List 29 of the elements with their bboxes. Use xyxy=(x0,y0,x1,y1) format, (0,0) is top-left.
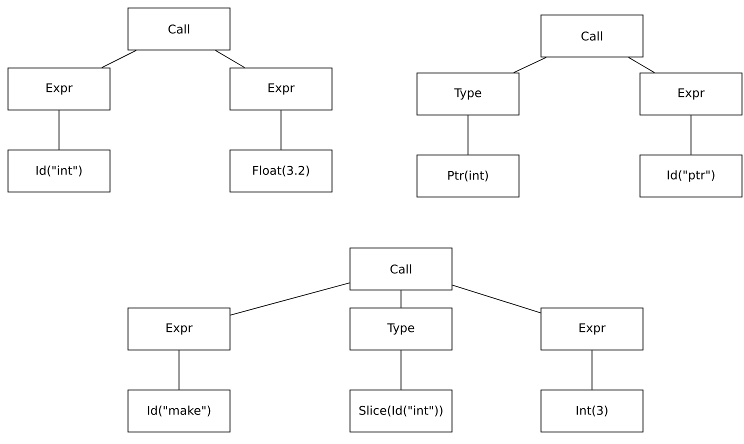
tree-node-box: Expr xyxy=(230,68,332,110)
tree-node-box: Call xyxy=(350,248,452,290)
connector-line xyxy=(513,57,547,73)
connector-line xyxy=(178,350,180,390)
connector-line xyxy=(628,57,655,73)
tree-node-box: Float(3.2) xyxy=(230,150,332,192)
tree-node-box: Expr xyxy=(540,308,644,350)
tree-node-box: Call xyxy=(540,14,644,58)
tree-node-box: Ptr(int) xyxy=(416,154,520,198)
connector-line xyxy=(101,50,137,68)
connector-line xyxy=(58,110,60,150)
tree-node-box: Type xyxy=(416,72,520,116)
tree-node-box: Type xyxy=(350,308,452,350)
tree-node-box: Id("ptr") xyxy=(640,154,742,198)
connector-line xyxy=(400,290,402,308)
tree-node-box: Int(3) xyxy=(540,390,644,432)
connector-line xyxy=(230,282,350,316)
tree-node-box: Call xyxy=(128,8,230,50)
connector-line xyxy=(280,110,282,150)
connector-line xyxy=(452,284,541,314)
connector-line xyxy=(214,50,246,68)
tree-node-box: Expr xyxy=(8,68,110,110)
tree-node-box: Slice(Id("int")) xyxy=(350,390,452,432)
connector-line xyxy=(690,115,692,155)
connector-line xyxy=(400,350,402,390)
tree-node-box: Id("int") xyxy=(8,150,110,192)
tree-node-box: Expr xyxy=(640,72,742,116)
tree-node-box: Expr xyxy=(128,308,230,350)
tree-node-box: Id("make") xyxy=(128,390,230,432)
